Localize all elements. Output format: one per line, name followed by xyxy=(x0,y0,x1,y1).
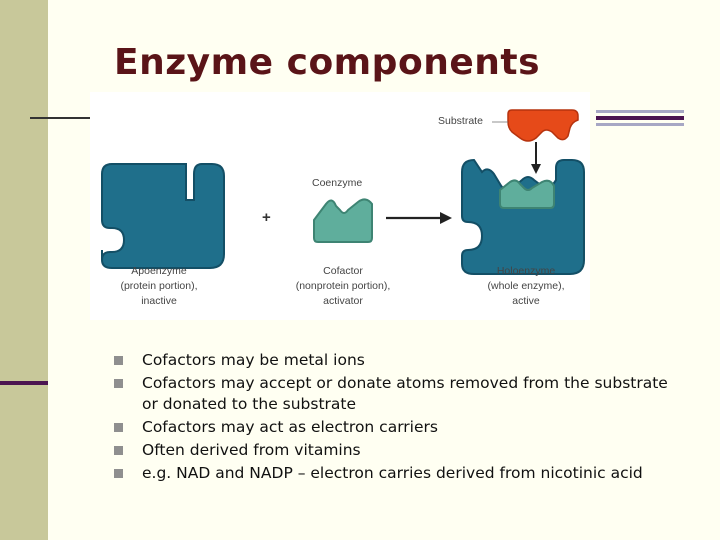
holoenzyme-caption: Holoenzyme (whole enzyme), active xyxy=(476,264,576,309)
substrate-arrow-head xyxy=(531,164,541,174)
substrate-shape xyxy=(507,109,579,142)
side-accent-bar xyxy=(0,381,48,385)
reaction-arrow-head xyxy=(440,212,452,224)
holoenzyme-caption-line-3: active xyxy=(512,295,540,307)
holoenzyme-caption-line-2: (whole enzyme), xyxy=(487,280,565,292)
title-rule-right-bottom xyxy=(596,123,684,126)
apoenzyme-shape xyxy=(101,163,225,269)
apoenzyme-caption-line-2: (protein portion), xyxy=(120,280,198,292)
cofactor-caption-line-1: Cofactor xyxy=(323,265,363,277)
holoenzyme-shape xyxy=(461,158,585,275)
title-rule-left xyxy=(30,117,90,119)
bullet-text: Cofactors may be metal ions xyxy=(142,351,365,369)
enzyme-diagram-graphic xyxy=(101,109,585,275)
left-side-band xyxy=(0,0,48,540)
bullet-text: Often derived from vitamins xyxy=(142,441,361,459)
bullet-item: Cofactors may act as electron carriers xyxy=(114,417,674,438)
bound-coenzyme-shape xyxy=(499,179,555,209)
bullet-list: Cofactors may be metal ions Cofactors ma… xyxy=(114,350,674,486)
coenzyme-label: Coenzyme xyxy=(312,177,363,189)
bullet-text: e.g. NAD and NADP – electron carries der… xyxy=(142,464,643,482)
apoenzyme-caption-line-1: Apoenzyme xyxy=(131,265,187,277)
square-bullet-icon xyxy=(114,469,123,478)
coenzyme-shape xyxy=(313,198,373,243)
substrate-label: Substrate xyxy=(438,115,483,127)
square-bullet-icon xyxy=(114,446,123,455)
bullet-item: Cofactors may be metal ions xyxy=(114,350,674,371)
bullet-item: e.g. NAD and NADP – electron carries der… xyxy=(114,463,674,484)
cofactor-caption: Cofactor (nonprotein portion), activator xyxy=(288,264,398,309)
square-bullet-icon xyxy=(114,423,123,432)
cofactor-caption-line-3: activator xyxy=(323,295,363,307)
slide-title: Enzyme components xyxy=(114,42,540,83)
title-rule-right-top xyxy=(596,110,684,113)
bullet-item: Often derived from vitamins xyxy=(114,440,674,461)
apoenzyme-caption: Apoenzyme (protein portion), inactive xyxy=(114,264,204,309)
square-bullet-icon xyxy=(114,356,123,365)
square-bullet-icon xyxy=(114,379,123,388)
title-rule-right-middle xyxy=(596,116,684,120)
cofactor-caption-line-2: (nonprotein portion), xyxy=(295,280,391,292)
bullet-item: Cofactors may accept or donate atoms rem… xyxy=(114,373,674,415)
holoenzyme-caption-line-1: Holoenzyme xyxy=(496,265,556,277)
bullet-text: Cofactors may accept or donate atoms rem… xyxy=(142,374,668,413)
bullet-text: Cofactors may act as electron carriers xyxy=(142,418,438,436)
apoenzyme-caption-line-3: inactive xyxy=(141,295,177,307)
enzyme-diagram: Substrate Coenzyme + Apoenzyme (protein … xyxy=(90,92,590,320)
plus-sign: + xyxy=(262,209,271,226)
